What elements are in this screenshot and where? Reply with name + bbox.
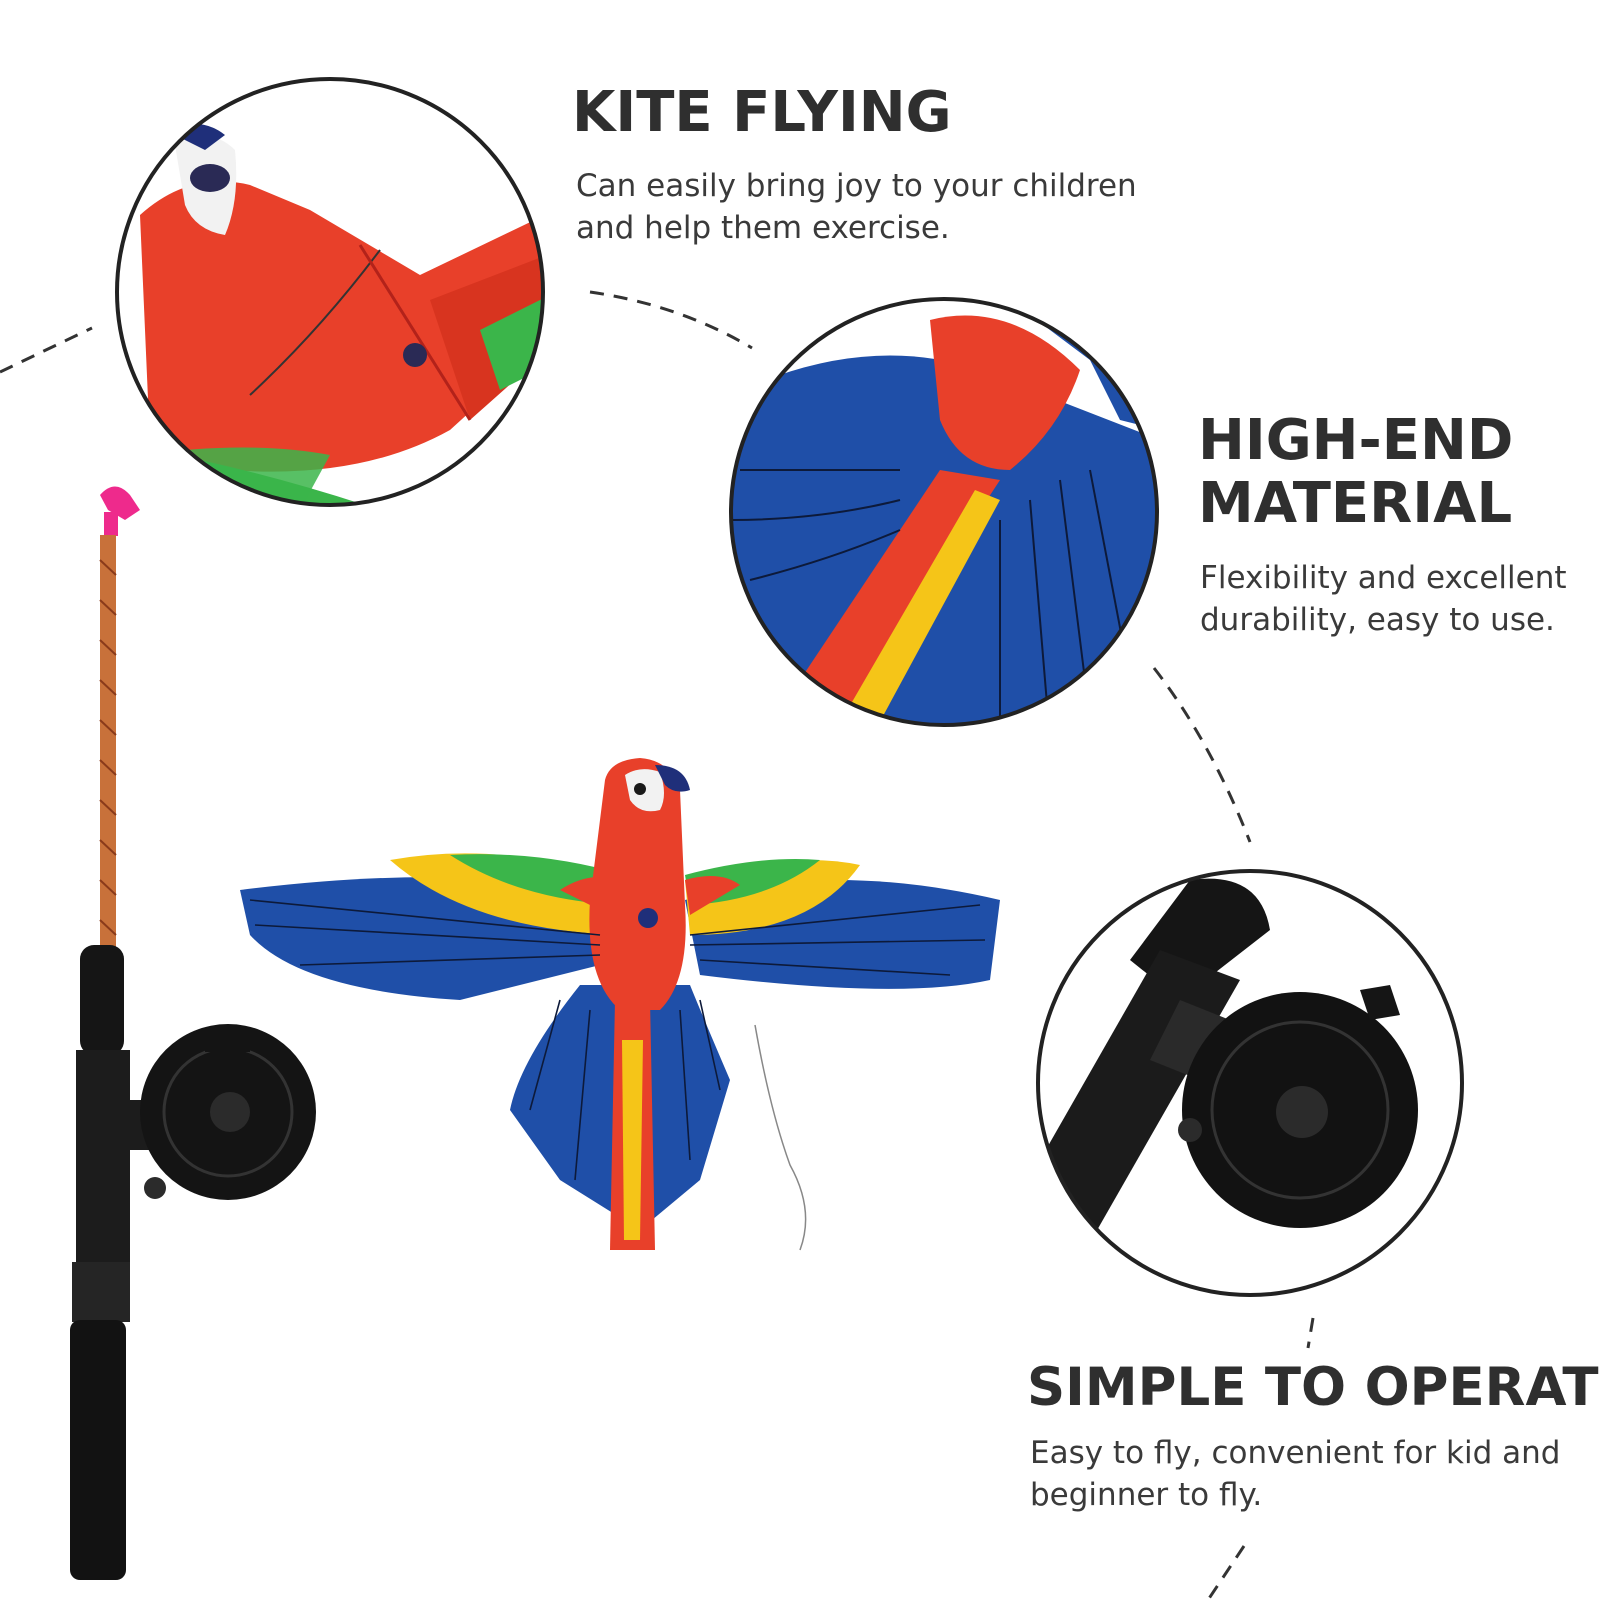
feature-title-simple-to-operate: SIMPLE TO OPERATE: [1027, 1357, 1600, 1418]
desc-line: Easy to fly, convenient for kid and: [1030, 1435, 1561, 1471]
desc-line: Flexibility and excellent: [1200, 560, 1567, 596]
feature-desc-kite-flying: Can easily bring joy to your children an…: [576, 166, 1196, 250]
closeup-circle-reel: [1036, 869, 1464, 1297]
title-line: MATERIAL: [1198, 470, 1513, 536]
desc-line: durability, easy to use.: [1200, 601, 1555, 638]
parrot-kite: [240, 758, 1000, 1251]
feature-desc-high-end-material: Flexibility and excellent durability, ea…: [1200, 558, 1600, 642]
desc-line: beginner to fly.: [1030, 1476, 1263, 1513]
dashed-connector-bottom: [1306, 1317, 1315, 1349]
closeup-circle-head: [115, 77, 545, 507]
dashed-connector-top: [589, 290, 753, 350]
desc-line: Can easily bring joy to your children: [576, 168, 1137, 204]
dashed-connector-right: [1152, 667, 1252, 843]
dashed-connectors: [0, 290, 1315, 1600]
feature-desc-simple-to-operate: Easy to fly, convenient for kid and begi…: [1030, 1433, 1590, 1517]
closeup-circle-tail: [729, 297, 1159, 727]
desc-line: and help them exercise.: [576, 209, 950, 246]
feature-title-kite-flying: KITE FLYING: [572, 80, 952, 145]
fishing-rod: [70, 486, 316, 1580]
feature-title-high-end-material: HIGH-END MATERIAL: [1198, 408, 1514, 536]
dashed-connector-end: [1206, 1545, 1246, 1600]
dashed-connector-left: [0, 326, 93, 374]
title-line: HIGH-END: [1198, 408, 1514, 473]
